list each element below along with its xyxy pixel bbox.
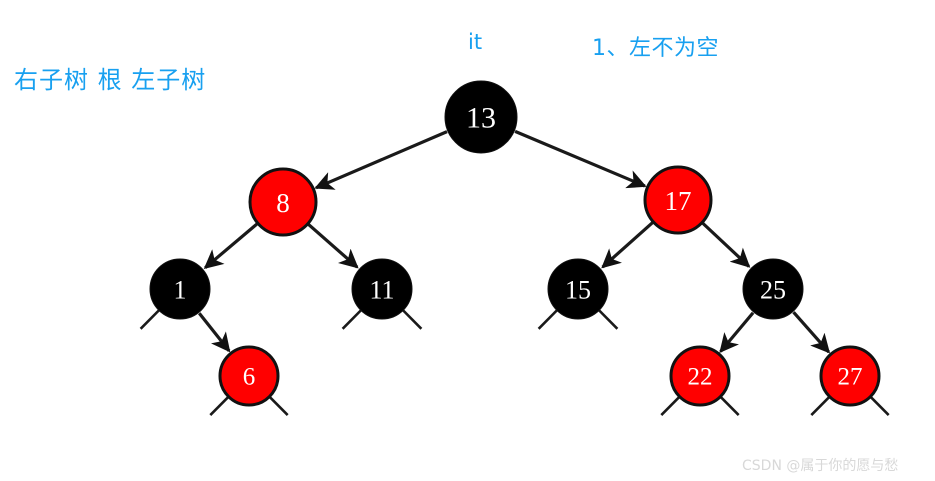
nil-stub-n11-left [341,308,363,330]
tree-edge-n8-to-n11 [307,223,359,269]
tree-edge-n17-to-n15 [601,221,654,269]
tree-node-13[interactable]: 13 [444,80,518,154]
nil-stub-n15-left [537,308,559,330]
nil-stub-n11-right [401,308,423,330]
node-value-8: 8 [276,188,290,218]
tree-edge-n25-to-n22 [719,311,755,353]
nil-stubs [139,308,890,417]
annotation-left-not-empty: 1、左不为空 [592,36,719,61]
node-circle-17 [643,165,713,235]
nil-stub-n27-right [868,394,890,417]
node-value-17: 17 [665,186,692,216]
tree-edge-n13-to-n8 [314,130,448,190]
tree-edge-n25-to-n27 [792,311,831,354]
tree-edge-n13-to-n17 [514,129,647,189]
tree-node-15[interactable]: 15 [547,258,609,320]
tree-node-17[interactable]: 17 [643,165,713,235]
node-value-25: 25 [760,276,786,305]
tree-edges [198,129,831,354]
nil-stub-n6-left [209,394,231,417]
nil-stub-n22-right [718,394,740,417]
node-circle-1 [149,258,211,320]
tree-node-11[interactable]: 11 [351,258,413,320]
node-circle-25 [742,258,804,320]
tree-edge-n17-to-n25 [701,222,751,268]
node-value-22: 22 [688,364,713,391]
node-circle-15 [547,258,609,320]
node-circle-27 [819,345,881,407]
node-value-6: 6 [243,364,256,391]
annotation-subtree-order: 右子树 根 左子树 [14,66,207,94]
tree-node-27[interactable]: 27 [819,345,881,407]
node-value-13: 13 [466,102,496,135]
nil-stub-n27-left [810,394,832,417]
nil-stub-n1-left [139,308,161,330]
node-circle-8 [248,167,318,237]
node-circle-13 [444,80,518,154]
tree-node-25[interactable]: 25 [742,258,804,320]
nil-stub-n15-right [597,308,619,330]
tree-node-22[interactable]: 22 [669,345,731,407]
node-value-27: 27 [838,364,863,391]
tree-edge-n8-to-n1 [203,222,259,269]
tree-node-6[interactable]: 6 [218,345,280,407]
nil-stub-n22-left [660,394,682,417]
node-circle-6 [218,345,280,407]
annotation-it: it [468,30,483,54]
nil-stub-n6-right [267,394,289,417]
node-circle-22 [669,345,731,407]
tree-edge-n1-to-n6 [198,312,231,353]
watermark-csdn: CSDN @属于你的愿与愁 [742,458,899,474]
tree-node-1[interactable]: 1 [149,258,211,320]
node-circle-11 [351,258,413,320]
node-value-1: 1 [174,276,187,305]
node-value-11: 11 [369,276,394,305]
node-value-15: 15 [565,276,591,305]
tree-node-8[interactable]: 8 [248,167,318,237]
